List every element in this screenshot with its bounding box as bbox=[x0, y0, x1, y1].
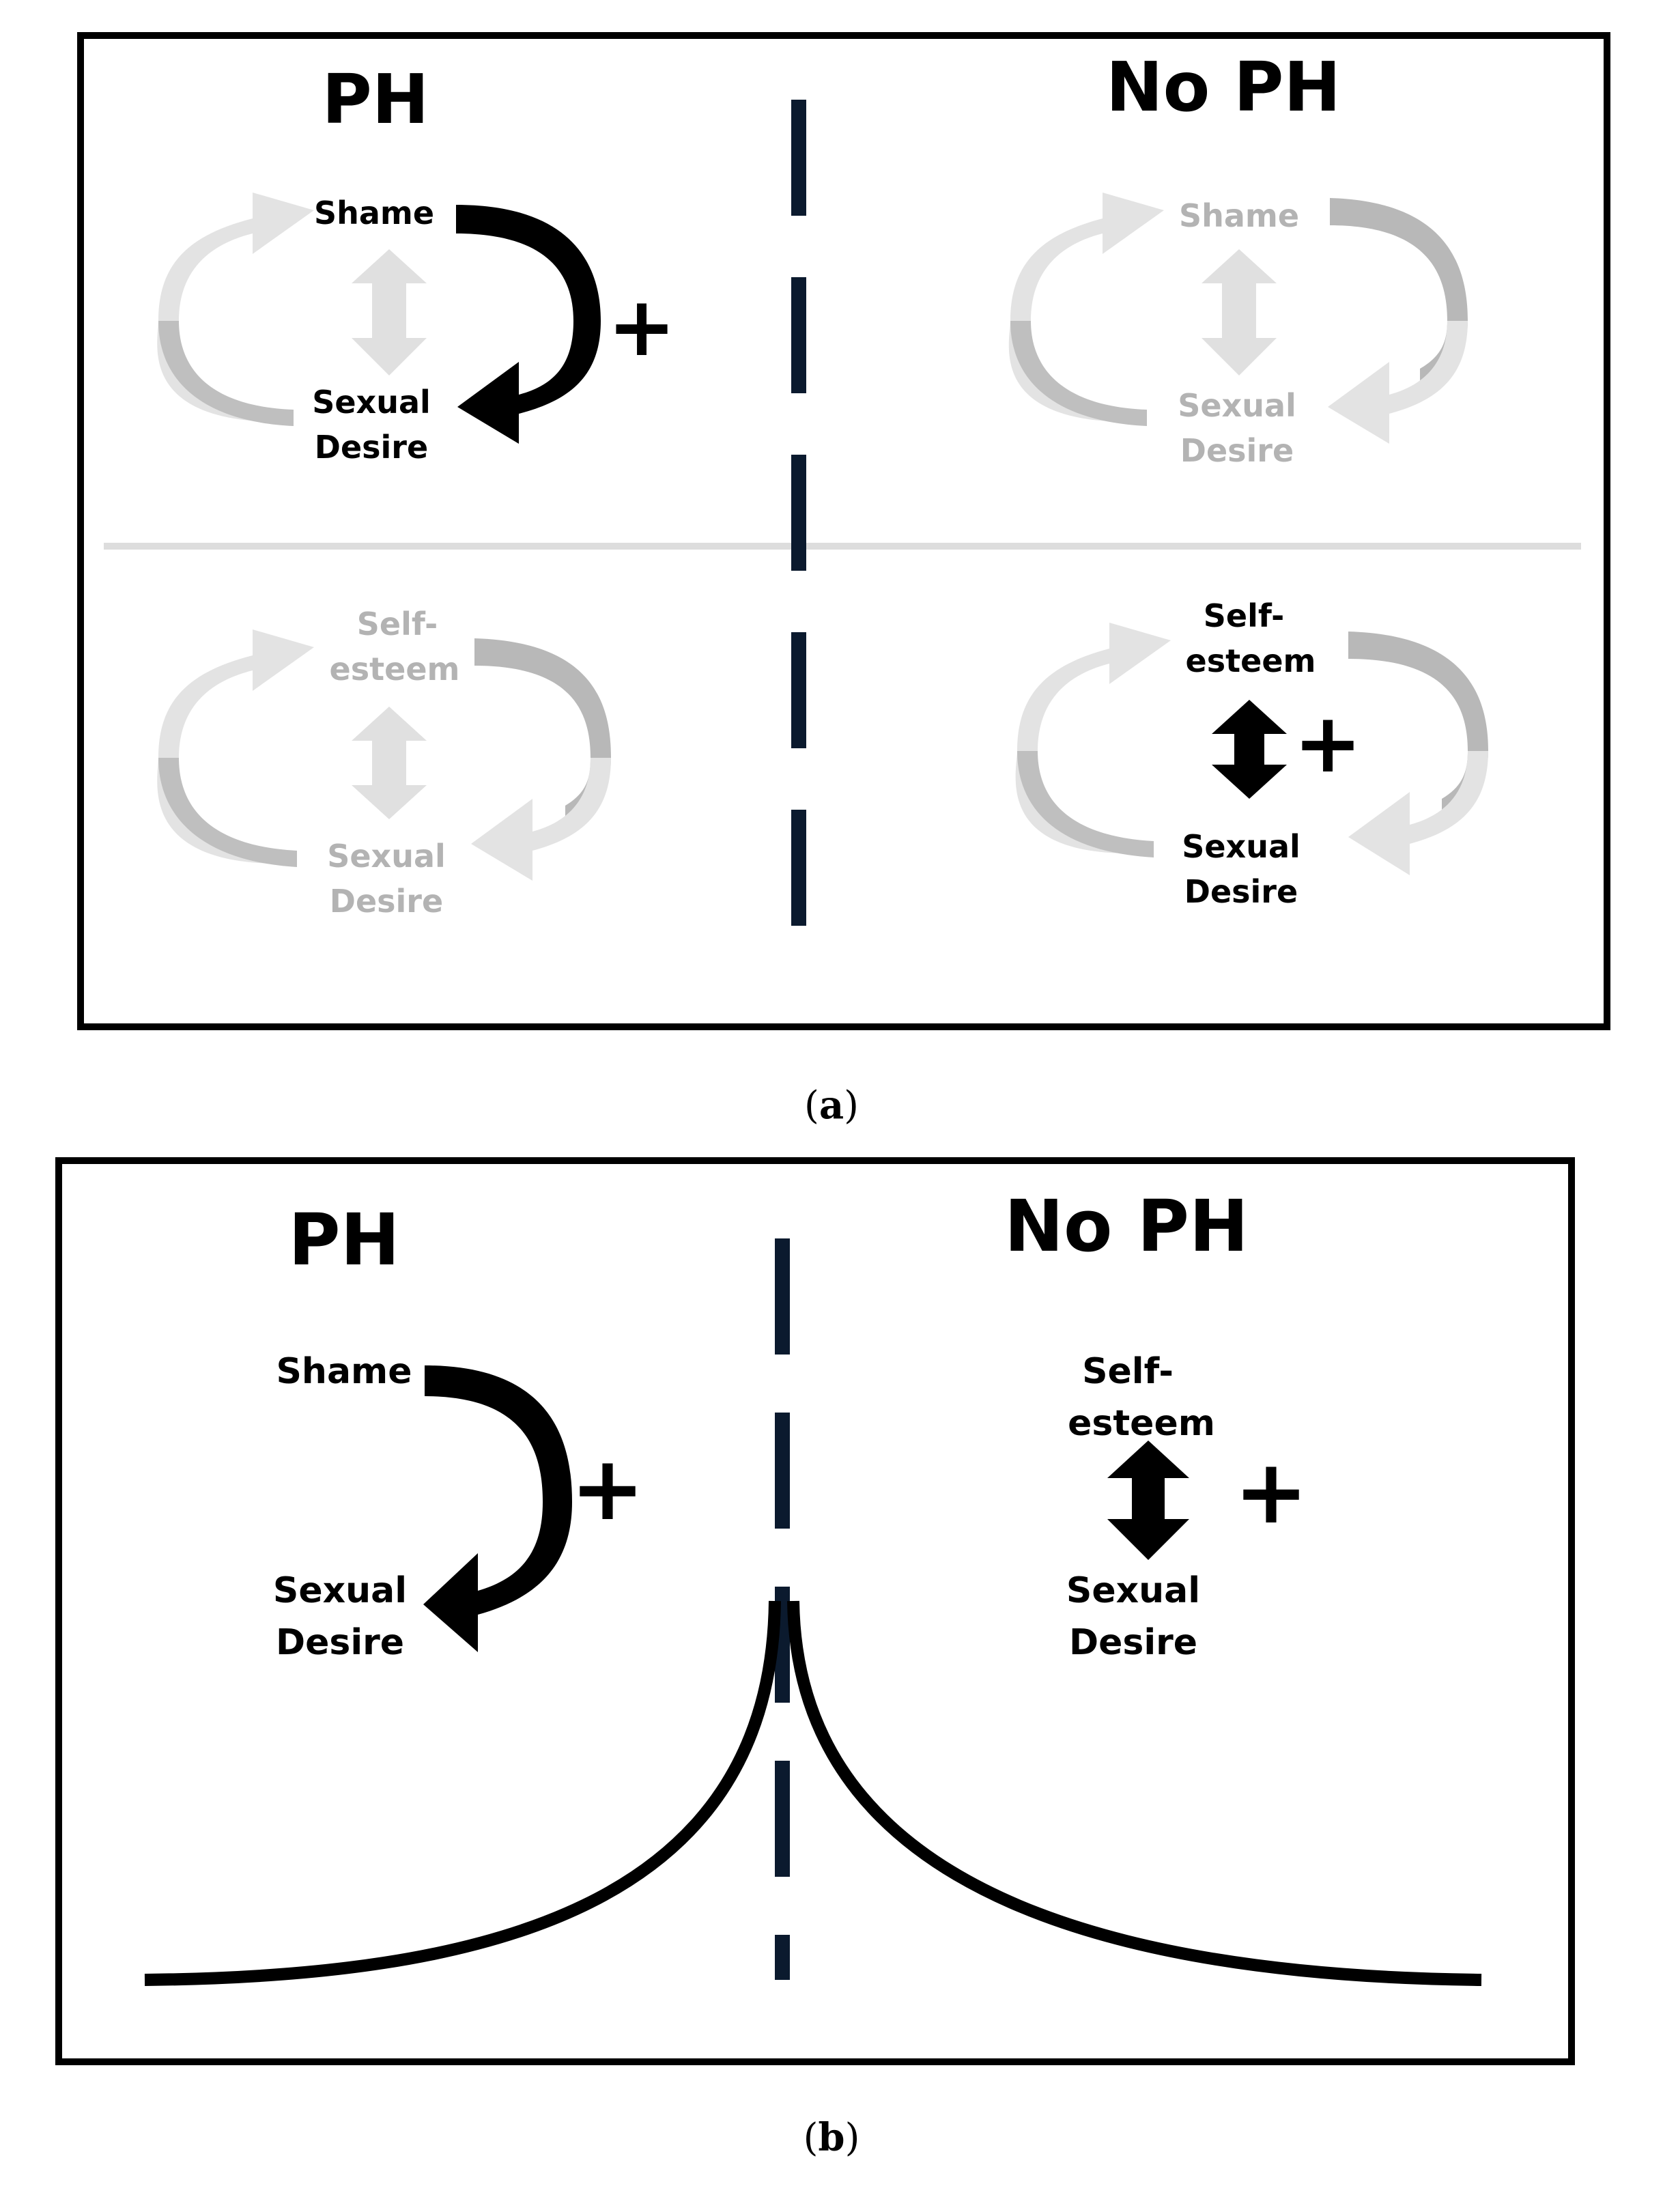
quadrant-bottom-left-bottom-label-2: Desire bbox=[330, 883, 443, 920]
panel-b-left-bottom-label-1: Sexual bbox=[273, 1570, 407, 1611]
panel-b-left-plus-sign: + bbox=[571, 1436, 645, 1540]
quadrant-bottom-left: Self- esteem Sexual Desire bbox=[157, 606, 611, 920]
panel-b-left-header: PH bbox=[288, 1198, 399, 1281]
quadrant-top-left-top-label: Shame bbox=[314, 195, 434, 231]
active-curved-arrow bbox=[423, 1365, 572, 1652]
quadrant-top-right-top-label: Shame bbox=[1179, 197, 1299, 234]
left-curved-arrow-faded bbox=[1015, 623, 1171, 853]
right-curved-arrow-faded bbox=[1330, 198, 1468, 384]
quadrant-top-right: Shame Sexual Desire bbox=[1008, 193, 1468, 469]
quadrant-top-left-bottom-label-2: Desire bbox=[315, 429, 428, 466]
quadrant-top-right-bottom-label-2: Desire bbox=[1180, 432, 1294, 469]
panel-b-right-bottom-label-2: Desire bbox=[1069, 1622, 1197, 1663]
panel-b-left-bottom-label-2: Desire bbox=[276, 1622, 404, 1663]
panel-b-frame bbox=[55, 1157, 1575, 2065]
quadrant-bottom-left-top-label-1: Self- bbox=[357, 606, 438, 642]
quadrant-bottom-left-top-label-2: esteem bbox=[330, 651, 460, 687]
quadrant-bottom-left-bottom-label-1: Sexual bbox=[327, 838, 446, 875]
distribution-curve-right bbox=[787, 1600, 1482, 1986]
panel-a-left-header: PH bbox=[322, 59, 429, 139]
right-curved-arrow-head-faded bbox=[471, 758, 611, 881]
panel-a-right-header: No PH bbox=[1106, 47, 1341, 127]
right-curved-arrow-faded bbox=[1348, 632, 1488, 814]
active-curved-arrow bbox=[456, 205, 601, 444]
quadrant-bottom-right-plus-sign: + bbox=[1294, 696, 1363, 791]
panel-b-right-top-label-1: Self- bbox=[1082, 1351, 1174, 1392]
right-curved-arrow-head-faded bbox=[1328, 321, 1468, 444]
double-arrow-active bbox=[1212, 700, 1287, 799]
left-curved-arrow-faded bbox=[157, 629, 314, 864]
quadrant-bottom-right: Self- esteem Sexual Desire + bbox=[1015, 597, 1488, 910]
panel-a-caption: (a) bbox=[804, 1083, 859, 1128]
double-arrow-faded bbox=[352, 707, 427, 819]
quadrant-bottom-right-top-label-2: esteem bbox=[1186, 642, 1316, 679]
quadrant-bottom-right-top-label-1: Self- bbox=[1204, 597, 1284, 634]
panel-b-right-group: Self- esteem Sexual Desire + bbox=[1066, 1351, 1309, 1663]
double-arrow-faded bbox=[352, 249, 427, 375]
double-arrow-active bbox=[1107, 1441, 1189, 1560]
left-curved-arrow-faded bbox=[1008, 193, 1164, 422]
quadrant-top-right-bottom-label-1: Sexual bbox=[1178, 387, 1296, 424]
quadrant-bottom-right-bottom-label-2: Desire bbox=[1184, 873, 1298, 910]
panel-b-caption: (b) bbox=[804, 2115, 860, 2160]
panel-b-right-plus-sign: + bbox=[1234, 1440, 1309, 1544]
left-bottom-shade-faded bbox=[158, 321, 294, 426]
panel-b-left-group: Shame Sexual Desire + bbox=[273, 1351, 645, 1663]
right-curved-arrow-faded bbox=[474, 638, 611, 821]
double-arrow-faded bbox=[1202, 249, 1277, 375]
quadrant-bottom-right-bottom-label-1: Sexual bbox=[1182, 828, 1300, 865]
right-curved-arrow-head-faded bbox=[1348, 751, 1488, 875]
panel-a-frame bbox=[77, 32, 1610, 1030]
quadrant-top-left-bottom-label-1: Sexual bbox=[312, 384, 431, 421]
left-bottom-shade-faded bbox=[1017, 751, 1154, 857]
distribution-curve-left bbox=[144, 1600, 781, 1986]
left-bottom-shade-faded bbox=[1010, 321, 1147, 426]
panel-b-right-bottom-label-1: Sexual bbox=[1066, 1570, 1200, 1611]
left-bottom-shade-faded bbox=[158, 758, 297, 867]
left-curved-arrow-faded bbox=[157, 193, 314, 422]
quadrant-top-left-plus-sign: + bbox=[608, 280, 677, 375]
panel-b: PH No PH Shame Sexual Desire + Self- est… bbox=[55, 1157, 1575, 2160]
panel-b-left-top-label: Shame bbox=[276, 1351, 412, 1392]
panel-b-right-top-label-2: esteem bbox=[1068, 1403, 1215, 1444]
quadrant-top-left: Shame Sexual Desire + bbox=[157, 193, 676, 466]
panel-b-right-header: No PH bbox=[1004, 1185, 1249, 1268]
panel-a: PH No PH Shame Sexual Desire + Shame Sex… bbox=[77, 32, 1610, 1128]
